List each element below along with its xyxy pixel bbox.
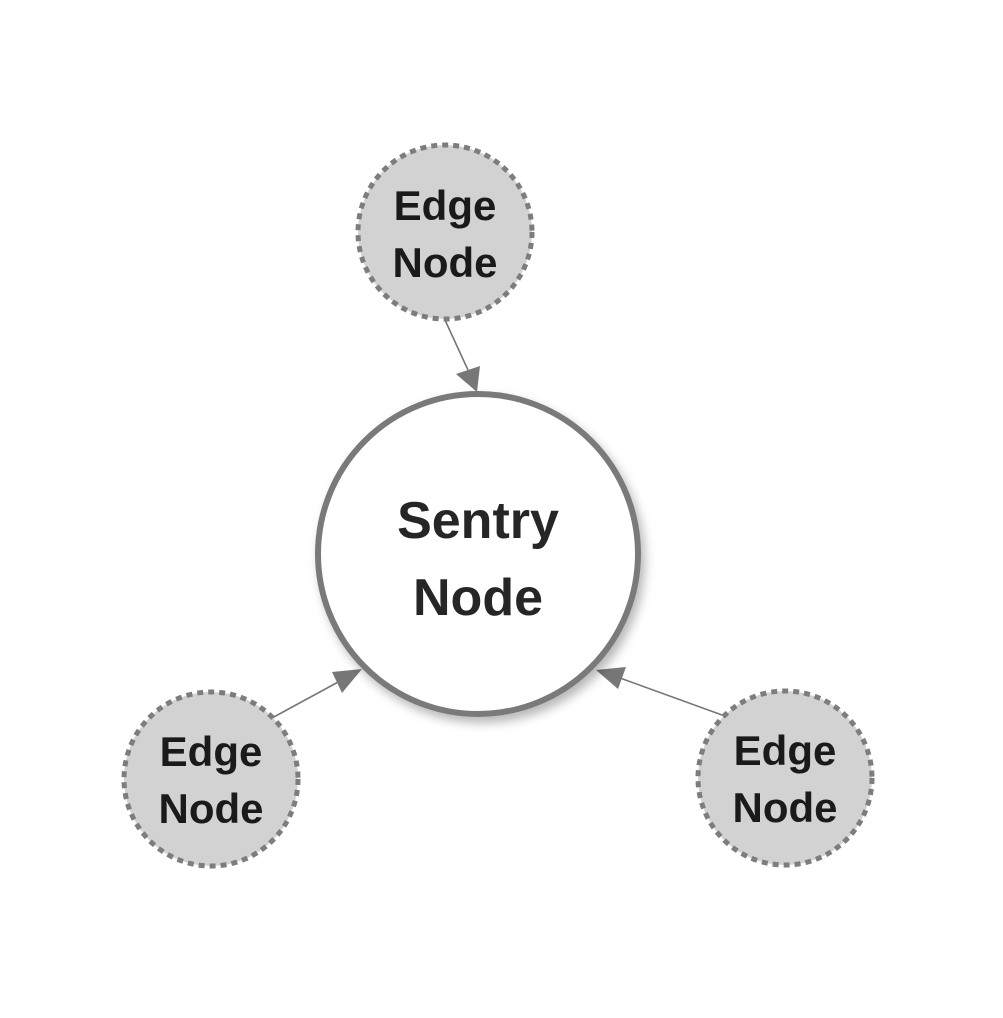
connector-top-line <box>444 319 469 371</box>
edge-node-top-label-line1: Edge <box>394 182 497 229</box>
edge-node-top[interactable]: Edge Node <box>355 142 535 322</box>
connector-top-arrowhead <box>456 366 480 392</box>
edge-node-top-label-line2: Node <box>393 239 498 286</box>
edge-node-right-circle <box>695 688 875 868</box>
edge-node-right-label-line2: Node <box>733 784 838 831</box>
edge-node-left-circle <box>121 689 301 869</box>
connector-left-arrowhead <box>332 669 362 693</box>
connector-left-line <box>271 680 341 719</box>
sentry-node-label-line1: Sentry <box>397 492 559 550</box>
edge-node-left[interactable]: Edge Node <box>121 689 301 869</box>
sentry-node-circle <box>315 391 641 717</box>
sentry-node[interactable]: Sentry Node <box>315 391 641 717</box>
sentry-node-label-line2: Node <box>413 569 543 627</box>
edge-node-right[interactable]: Edge Node <box>695 688 875 868</box>
connector-right <box>596 667 723 716</box>
edge-node-right-label-line1: Edge <box>734 727 837 774</box>
connector-left <box>271 669 362 719</box>
connector-right-line <box>619 677 723 716</box>
connector-right-arrowhead <box>596 667 626 689</box>
edge-node-left-label-line1: Edge <box>160 728 263 775</box>
edge-node-top-circle <box>355 142 535 322</box>
edge-node-left-label-line2: Node <box>159 785 264 832</box>
connector-top <box>444 319 480 392</box>
